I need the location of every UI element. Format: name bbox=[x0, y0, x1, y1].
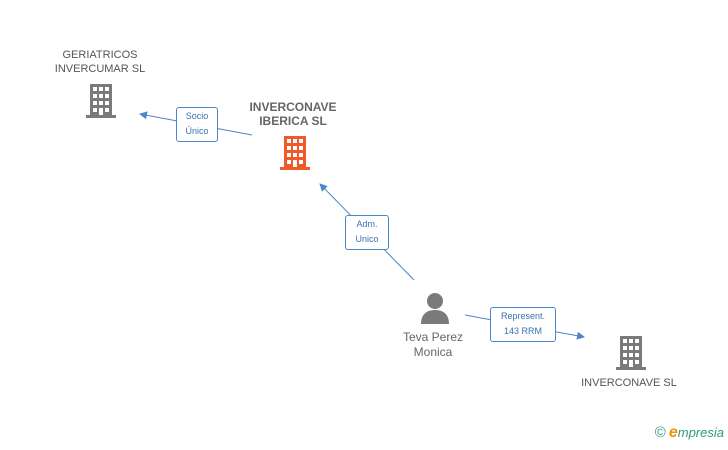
node-label-teva-perez-monica[interactable]: Teva Perez Monica bbox=[383, 330, 483, 360]
node-name-line2: INVERCUMAR SL bbox=[54, 63, 146, 75]
brand-logo-text: mpresia bbox=[677, 425, 724, 440]
brand-logo-e: e bbox=[668, 424, 678, 441]
node-name-line1: GERIATRICOS bbox=[62, 49, 138, 61]
building-icon[interactable] bbox=[85, 84, 117, 118]
node-name-line1: Teva Perez bbox=[402, 330, 464, 344]
node-name-line1: INVERCONAVE bbox=[249, 100, 337, 114]
edge-label-line1: Adm. bbox=[356, 219, 378, 229]
edge-label-line2: Único bbox=[185, 126, 209, 136]
building-icon[interactable] bbox=[615, 336, 647, 370]
node-name-line2: IBERICA SL bbox=[259, 114, 327, 128]
edge-label-line1: Socio bbox=[185, 111, 209, 121]
edge-label-represent: Represent. 143 RRM bbox=[490, 307, 556, 342]
node-label-inverconave-sl[interactable]: INVERCONAVE SL bbox=[570, 376, 688, 390]
node-name-line2: Monica bbox=[413, 345, 453, 359]
edge-label-line1: Represent. bbox=[500, 311, 546, 321]
node-name-line1: INVERCONAVE SL bbox=[581, 377, 677, 389]
edge-label-line2: 143 RRM bbox=[503, 326, 542, 336]
edge-label-socio-unico: Socio Único bbox=[176, 107, 218, 142]
edge-label-adm-unico: Adm. Unico bbox=[345, 215, 389, 250]
node-label-inverconave-iberica[interactable]: INVERCONAVE IBERICA SL bbox=[238, 100, 348, 128]
person-icon[interactable] bbox=[420, 292, 450, 324]
node-label-geriatricos[interactable]: GERIATRICOS INVERCUMAR SL bbox=[50, 48, 150, 76]
building-icon[interactable] bbox=[279, 136, 311, 170]
footer-branding: ©empresia bbox=[655, 424, 724, 442]
edge-label-line2: Unico bbox=[355, 234, 379, 244]
copyright-symbol: © bbox=[654, 424, 666, 441]
